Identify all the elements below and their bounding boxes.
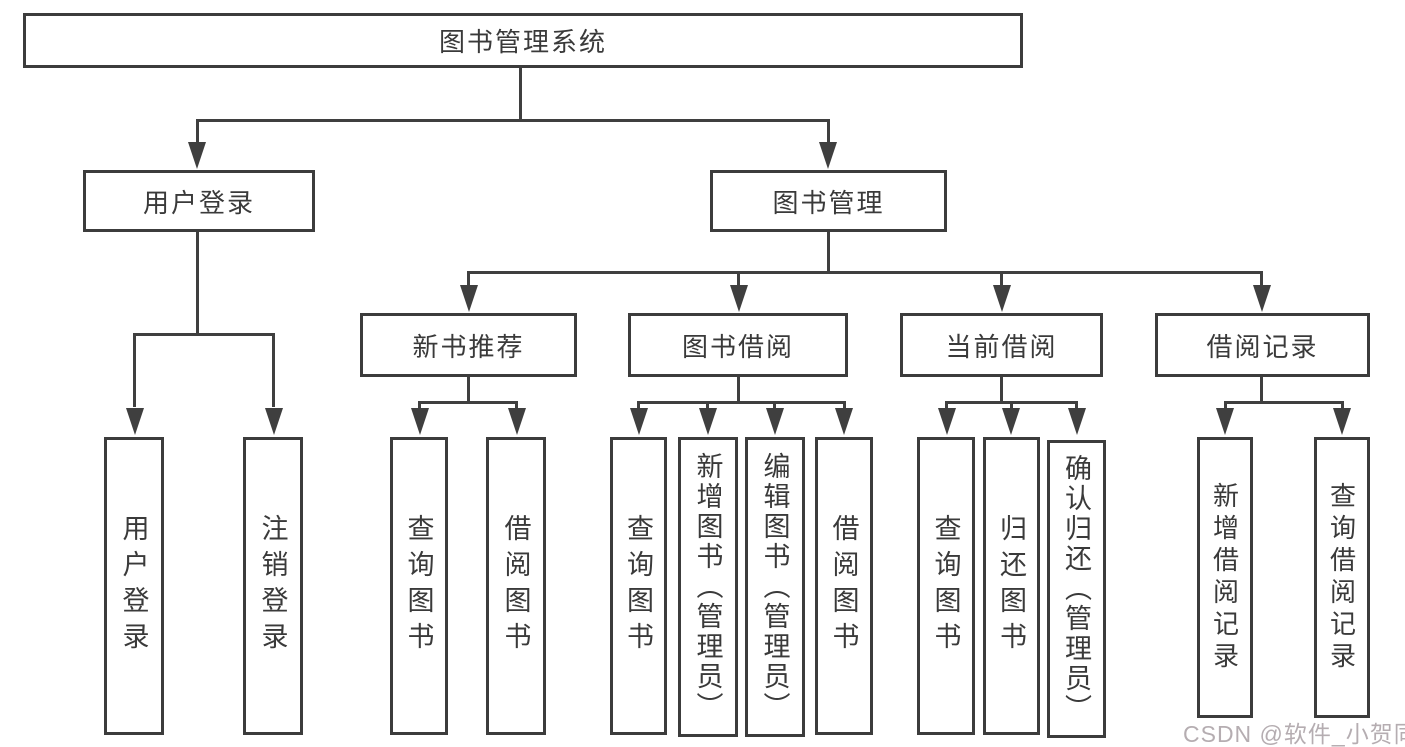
- leaf-logout: 注销登录: [243, 437, 303, 735]
- connector-drop: [272, 333, 275, 407]
- arrowhead-icon: [1216, 408, 1234, 435]
- leaf-query-books-recommend: 查询图书: [390, 437, 448, 735]
- connector-stem: [1260, 377, 1263, 404]
- connector-drop: [1075, 401, 1078, 410]
- connector-drop: [737, 271, 740, 285]
- arrowhead-icon: [1068, 408, 1086, 435]
- node-book-borrow: 图书借阅: [628, 313, 848, 377]
- connector-drop: [843, 401, 846, 410]
- leaf-borrow-books-recommend: 借阅图书: [486, 437, 546, 735]
- arrowhead-icon: [1333, 408, 1351, 435]
- connector-drop: [637, 401, 640, 410]
- connector-user-login-stem: [196, 232, 199, 335]
- connector-drop: [1341, 401, 1344, 410]
- connector-drop: [706, 401, 709, 410]
- node-user-login: 用户登录: [83, 170, 315, 232]
- connector-drop: [1000, 271, 1003, 285]
- connector-drop: [827, 119, 830, 145]
- arrowhead-icon: [411, 408, 429, 435]
- connector-drop: [515, 401, 518, 410]
- leaf-query-books-current: 查询图书: [917, 437, 975, 735]
- connector-drop: [133, 333, 136, 407]
- leaf-return-book: 归还图书: [983, 437, 1040, 735]
- connector-drop: [467, 271, 470, 285]
- connector-drop: [418, 401, 421, 410]
- arrowhead-icon: [993, 285, 1011, 312]
- connector-drop: [1010, 401, 1013, 410]
- leaf-query-books-borrow: 查询图书: [610, 437, 667, 735]
- node-borrow-records: 借阅记录: [1155, 313, 1370, 377]
- arrowhead-icon: [460, 285, 478, 312]
- arrowhead-icon: [126, 408, 144, 435]
- leaf-query-borrow-record: 查询借阅记录: [1314, 437, 1370, 718]
- leaf-borrow-books: 借阅图书: [815, 437, 873, 735]
- leaf-edit-book-admin: 编辑图书（管理员）: [745, 437, 805, 737]
- connector-bar: [418, 401, 518, 404]
- arrowhead-icon: [508, 408, 526, 435]
- node-current-borrow: 当前借阅: [900, 313, 1103, 377]
- watermark: CSDN @软件_小贺同学: [1183, 721, 1405, 747]
- connector-drop: [945, 401, 948, 410]
- connector-drop: [1224, 401, 1227, 410]
- arrowhead-icon: [630, 408, 648, 435]
- connector-root-bar: [196, 119, 830, 122]
- connector-root-stem: [519, 68, 522, 121]
- connector-bar: [1224, 401, 1344, 404]
- arrowhead-icon: [819, 142, 837, 169]
- leaf-add-borrow-record: 新增借阅记录: [1197, 437, 1253, 718]
- node-new-book-recommend: 新书推荐: [360, 313, 577, 377]
- arrowhead-icon: [699, 408, 717, 435]
- connector-drop: [196, 119, 199, 145]
- arrowhead-icon: [265, 408, 283, 435]
- connector-drop: [1260, 271, 1263, 285]
- connector-book-mgmt-bar: [467, 271, 1263, 274]
- arrowhead-icon: [188, 142, 206, 169]
- leaf-user-login: 用户登录: [104, 437, 164, 735]
- arrowhead-icon: [938, 408, 956, 435]
- connector-stem: [1000, 377, 1003, 404]
- arrowhead-icon: [1002, 408, 1020, 435]
- arrowhead-icon: [766, 408, 784, 435]
- connector-user-login-bar: [133, 333, 275, 336]
- connector-stem: [467, 377, 470, 404]
- leaf-add-book-admin: 新增图书（管理员）: [678, 437, 738, 737]
- connector-book-mgmt-stem: [827, 232, 830, 273]
- node-book-management: 图书管理: [710, 170, 947, 232]
- arrowhead-icon: [730, 285, 748, 312]
- arrowhead-icon: [1253, 285, 1271, 312]
- arrowhead-icon: [835, 408, 853, 435]
- leaf-confirm-return-admin: 确认归还（管理员）: [1047, 440, 1106, 738]
- node-library-management-system: 图书管理系统: [23, 13, 1023, 68]
- connector-bar: [637, 401, 846, 404]
- connector-stem: [737, 377, 740, 404]
- connector-drop: [773, 401, 776, 410]
